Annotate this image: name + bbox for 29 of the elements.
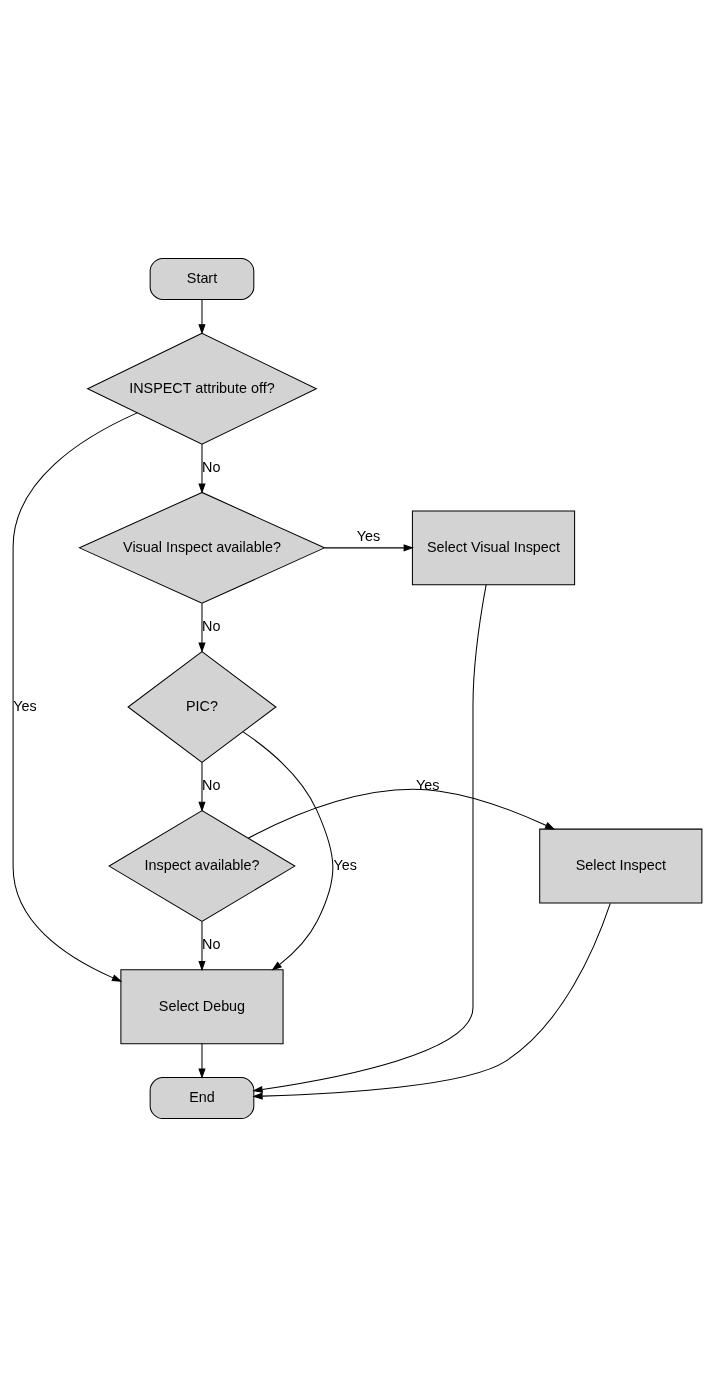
arrow	[242, 730, 333, 971]
edge-label: Yes	[332, 856, 357, 873]
arrow	[251, 902, 611, 1100]
node-diamond: Visual Inspect available?	[77, 491, 326, 604]
arrow	[197, 1042, 206, 1079]
arrow	[251, 583, 487, 1093]
arrow	[323, 543, 414, 551]
arrow	[247, 788, 555, 839]
node-diamond: PIC?	[126, 650, 277, 763]
arrow	[12, 411, 138, 982]
edge-label: Yes	[356, 527, 380, 544]
node-diamond: INSPECT attribute off?	[85, 332, 318, 445]
edge-label: Yes	[415, 776, 440, 793]
node-diamond: Inspect available?	[107, 809, 296, 922]
edge-label: Yes	[12, 697, 37, 714]
arrow	[197, 920, 206, 971]
node-box: Start	[149, 257, 254, 300]
arrow	[197, 298, 206, 335]
arrow	[197, 602, 206, 653]
node-box: Select Visual Inspect	[411, 509, 575, 585]
arrow	[197, 761, 206, 812]
node-box: Select Inspect	[538, 828, 702, 904]
node-box: Select Debug	[119, 968, 284, 1044]
arrow	[197, 443, 206, 494]
edge-label: No	[201, 458, 220, 475]
node-box: End	[149, 1076, 254, 1119]
edge-label: No	[201, 935, 220, 952]
edge-label: No	[201, 617, 220, 634]
edge-label: No	[201, 776, 220, 793]
